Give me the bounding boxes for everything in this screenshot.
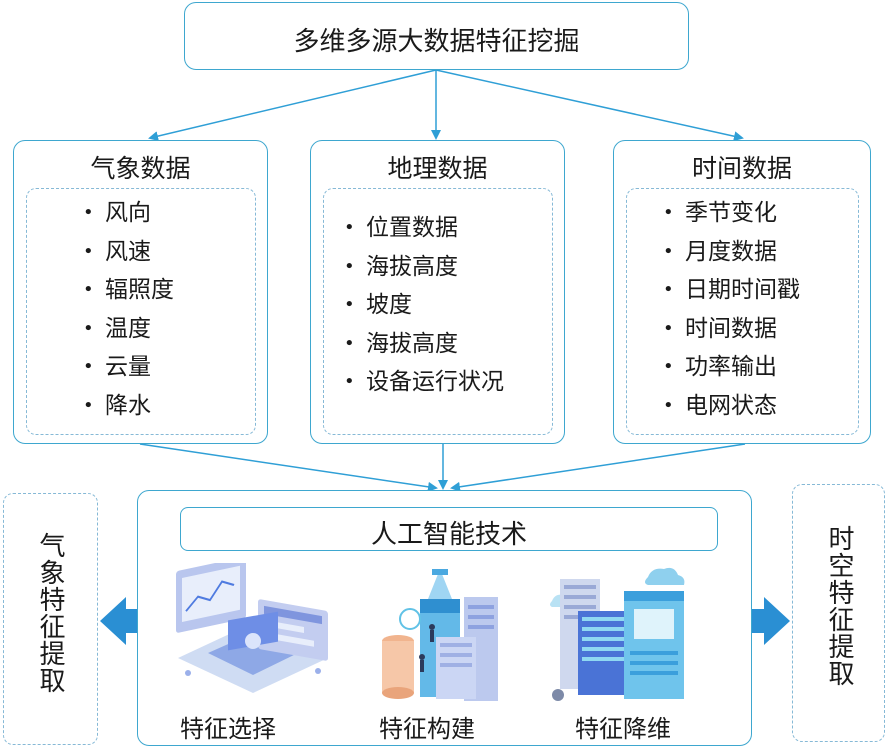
top-title: 多维多源大数据特征挖掘: [293, 27, 580, 57]
time-data-list-frame: 季节变化 月度数据 日期时间戳 时间数据 功率输出 电网状态: [626, 188, 859, 435]
list-item: 坡度: [344, 286, 504, 325]
weather-data-list: 风向 风速 辐照度 温度 云量 降水: [83, 194, 174, 425]
weather-data-list-frame: 风向 风速 辐照度 温度 云量 降水: [26, 188, 256, 435]
time-data-list: 季节变化 月度数据 日期时间戳 时间数据 功率输出 电网状态: [663, 194, 800, 425]
feature-reduction-illustration: [550, 567, 685, 701]
list-item: 位置数据: [344, 209, 504, 248]
time-data-box: 时间数据 季节变化 月度数据 日期时间戳 时间数据 功率输出 电网状态: [613, 140, 871, 444]
feature-selection-illustration: [176, 563, 328, 693]
list-item: 电网状态: [663, 387, 800, 426]
spatiotemporal-feature-extraction-label: 时空特征提取: [824, 525, 854, 687]
weather-feature-extraction-label: 气象特征提取: [35, 532, 65, 694]
list-item: 海拔高度: [344, 325, 504, 364]
list-item: 功率输出: [663, 348, 800, 387]
feature-selection-label: 特征选择: [180, 715, 276, 743]
list-item: 海拔高度: [344, 248, 504, 287]
list-item: 时间数据: [663, 310, 800, 349]
ai-technology-title-box: 人工智能技术: [180, 507, 718, 551]
weather-feature-extraction-box: 气象特征提取: [3, 493, 98, 745]
geo-data-list: 位置数据 海拔高度 坡度 海拔高度 设备运行状况: [344, 209, 504, 402]
list-item: 季节变化: [663, 194, 800, 233]
list-item: 温度: [83, 310, 174, 349]
ai-technology-title: 人工智能技术: [370, 520, 527, 550]
geo-data-title: 地理数据: [387, 154, 488, 183]
geo-data-box: 地理数据 位置数据 海拔高度 坡度 海拔高度 设备运行状况: [310, 140, 565, 444]
feature-reduction-label: 特征降维: [575, 715, 671, 743]
list-item: 降水: [83, 387, 174, 426]
weather-data-title: 气象数据: [90, 154, 191, 183]
top-title-box: 多维多源大数据特征挖掘: [184, 2, 689, 70]
spatiotemporal-feature-extraction-box: 时空特征提取: [792, 484, 885, 742]
right-output-arrow: [742, 597, 790, 645]
list-item: 月度数据: [663, 233, 800, 272]
weather-data-box: 气象数据 风向 风速 辐照度 温度 云量 降水: [13, 140, 268, 444]
list-item: 辐照度: [83, 271, 174, 310]
list-item: 日期时间戳: [663, 271, 800, 310]
list-item: 云量: [83, 348, 174, 387]
list-item: 风速: [83, 233, 174, 272]
feature-construction-label: 特征构建: [379, 715, 475, 743]
list-item: 风向: [83, 194, 174, 233]
time-data-title: 时间数据: [691, 154, 792, 183]
list-item: 设备运行状况: [344, 363, 504, 402]
ai-technology-box: 人工智能技术: [137, 490, 752, 746]
feature-construction-illustration: [382, 569, 498, 701]
geo-data-list-frame: 位置数据 海拔高度 坡度 海拔高度 设备运行状况: [323, 188, 553, 435]
